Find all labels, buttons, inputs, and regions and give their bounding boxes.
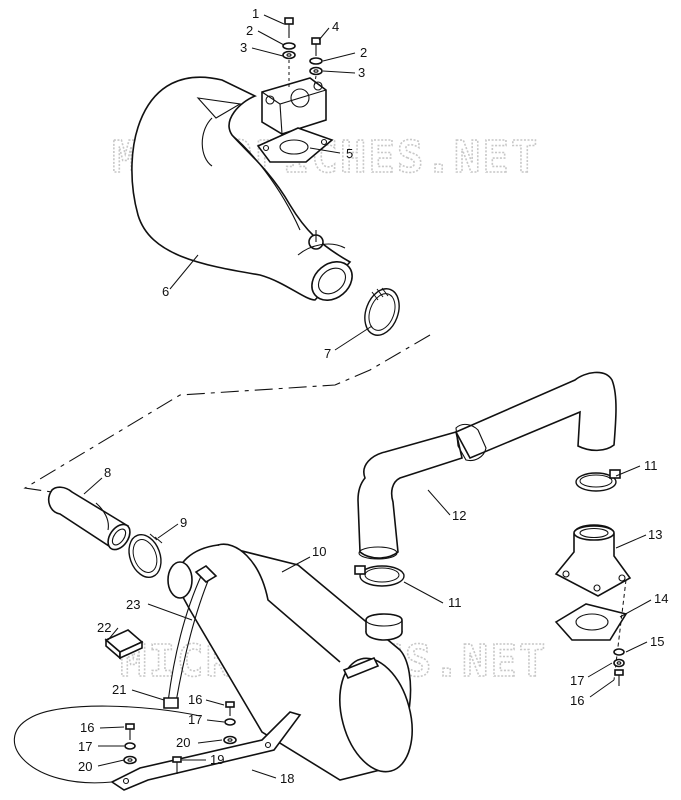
manifold-flange <box>261 77 327 135</box>
leader-lines <box>83 14 652 779</box>
callout-11-lower: 11 <box>448 595 462 610</box>
alignment-line <box>613 579 627 681</box>
callout-10: 10 <box>312 544 326 559</box>
callout-12: 12 <box>452 508 466 523</box>
callout-23: 23 <box>126 597 140 612</box>
callout-20-bracket: 20 <box>78 759 92 774</box>
callout-16-bracket: 16 <box>80 720 94 735</box>
gasket-5 <box>256 127 334 163</box>
callout-8: 8 <box>104 465 111 480</box>
callout-18: 18 <box>280 771 294 786</box>
callout-14: 14 <box>654 591 668 606</box>
callout-4: 4 <box>332 19 339 34</box>
washer-3-right <box>309 66 323 76</box>
callout-2-right: 2 <box>360 45 367 60</box>
callout-5: 5 <box>346 146 353 161</box>
bolt-19 <box>172 756 182 774</box>
connection-line <box>23 334 431 493</box>
bolt-4 <box>311 37 321 56</box>
washer-20-muffler <box>223 735 237 745</box>
washer-15 <box>613 648 625 656</box>
callout-1: 1 <box>252 6 259 21</box>
tube-8 <box>48 486 131 551</box>
callout-21: 21 <box>112 682 126 697</box>
bolt-16-right <box>614 669 624 686</box>
callout-3-right: 3 <box>358 65 365 80</box>
washer-17-muffler <box>224 718 236 726</box>
callout-17-bracket: 17 <box>78 739 92 754</box>
exhaust-pipe-6 <box>131 76 353 302</box>
callout-13: 13 <box>648 527 662 542</box>
strap-23 <box>167 564 218 703</box>
pad-22 <box>104 629 144 660</box>
bolt-1 <box>284 17 294 38</box>
clamp-7 <box>364 287 400 336</box>
bolt-16-muffler <box>225 701 235 716</box>
washer-3-left <box>282 50 296 60</box>
clamp-11-right <box>575 469 621 492</box>
bolt-16-bracket <box>125 723 135 740</box>
buckle-21 <box>163 697 179 709</box>
pipe-12 <box>357 371 617 560</box>
callout-22: 22 <box>97 620 111 635</box>
callout-7: 7 <box>324 346 331 361</box>
muffler-10 <box>167 543 413 781</box>
callout-11-right: 11 <box>644 458 658 473</box>
clamp-11-lower <box>354 565 405 587</box>
callout-9: 9 <box>180 515 187 530</box>
gasket-14 <box>554 603 628 641</box>
callout-2-left: 2 <box>246 23 253 38</box>
callout-16-right: 16 <box>570 693 584 708</box>
clamp-9 <box>128 533 163 579</box>
flange-adaptor-13 <box>554 524 632 597</box>
callout-17-muffler: 17 <box>188 712 202 727</box>
callout-19: 19 <box>210 752 224 767</box>
callout-15: 15 <box>650 634 664 649</box>
callout-17-right: 17 <box>570 673 584 688</box>
callout-16-muffler: 16 <box>188 692 202 707</box>
washer-2-right <box>309 57 323 65</box>
washer-17-bracket <box>124 742 136 750</box>
washer-2-left <box>282 42 296 50</box>
washer-17-right <box>613 658 625 668</box>
washer-20-bracket <box>123 755 137 765</box>
callout-3-left: 3 <box>240 40 247 55</box>
callout-6: 6 <box>162 284 169 299</box>
callout-20-muffler: 20 <box>176 735 190 750</box>
